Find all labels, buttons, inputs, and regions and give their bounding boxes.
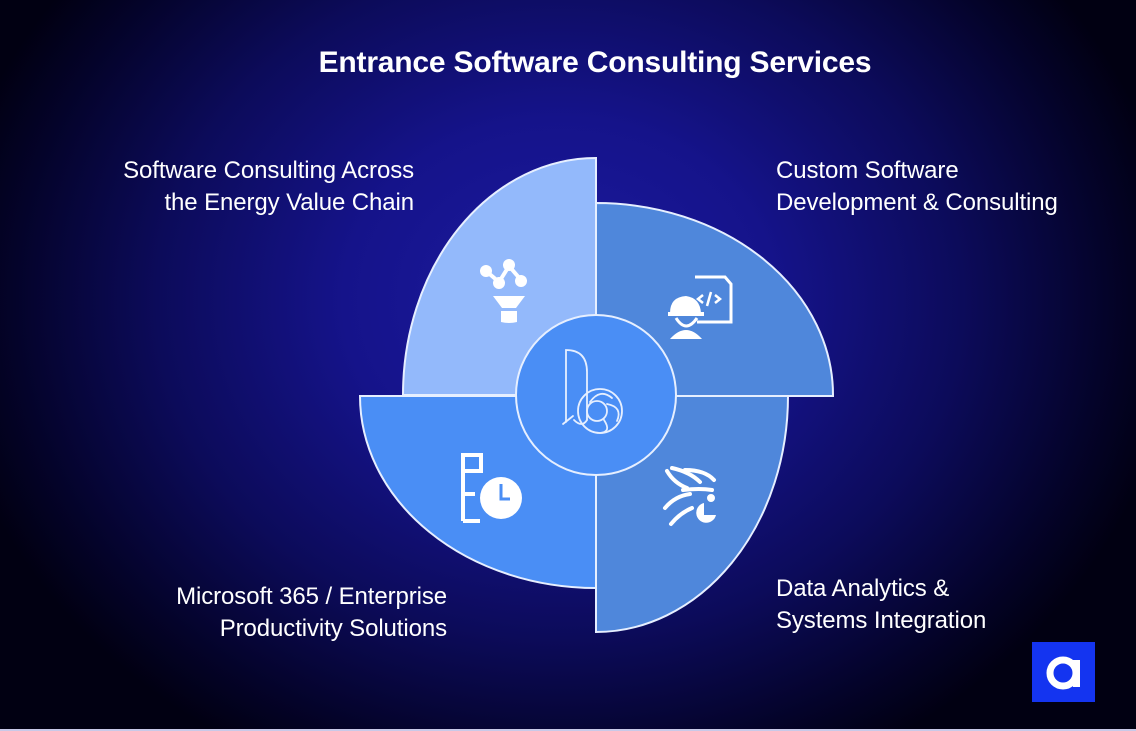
label-line: Data Analytics & bbox=[776, 575, 950, 602]
label-line: Development & Consulting bbox=[776, 189, 1058, 216]
label-line: Productivity Solutions bbox=[219, 615, 447, 642]
bottom-divider bbox=[0, 729, 1136, 731]
label-line: Software Consulting Across bbox=[123, 157, 414, 184]
network-funnel-icon bbox=[480, 259, 527, 323]
label-bottom-left: Microsoft 365 / Enterprise Productivity … bbox=[176, 581, 447, 645]
page-title: Entrance Software Consulting Services bbox=[318, 46, 872, 79]
label-top-left: Software Consulting Across the Energy Va… bbox=[123, 155, 414, 219]
document-clock-icon bbox=[461, 453, 522, 523]
stylized-b-logo-icon bbox=[562, 349, 623, 434]
label-line: the Energy Value Chain bbox=[164, 189, 414, 216]
label-line: Systems Integration bbox=[776, 607, 987, 634]
label-line: Custom Software bbox=[776, 157, 959, 184]
center-hub bbox=[515, 314, 677, 476]
data-streams-pie-icon bbox=[663, 466, 716, 526]
label-top-right: Custom Software Development & Consulting bbox=[776, 155, 1058, 219]
letter-a-logo-icon bbox=[1046, 656, 1080, 690]
developer-code-icon bbox=[668, 275, 733, 339]
brand-badge[interactable] bbox=[1032, 642, 1095, 702]
label-line: Microsoft 365 / Enterprise bbox=[176, 583, 447, 610]
label-bottom-right: Data Analytics & Systems Integration bbox=[776, 573, 986, 637]
